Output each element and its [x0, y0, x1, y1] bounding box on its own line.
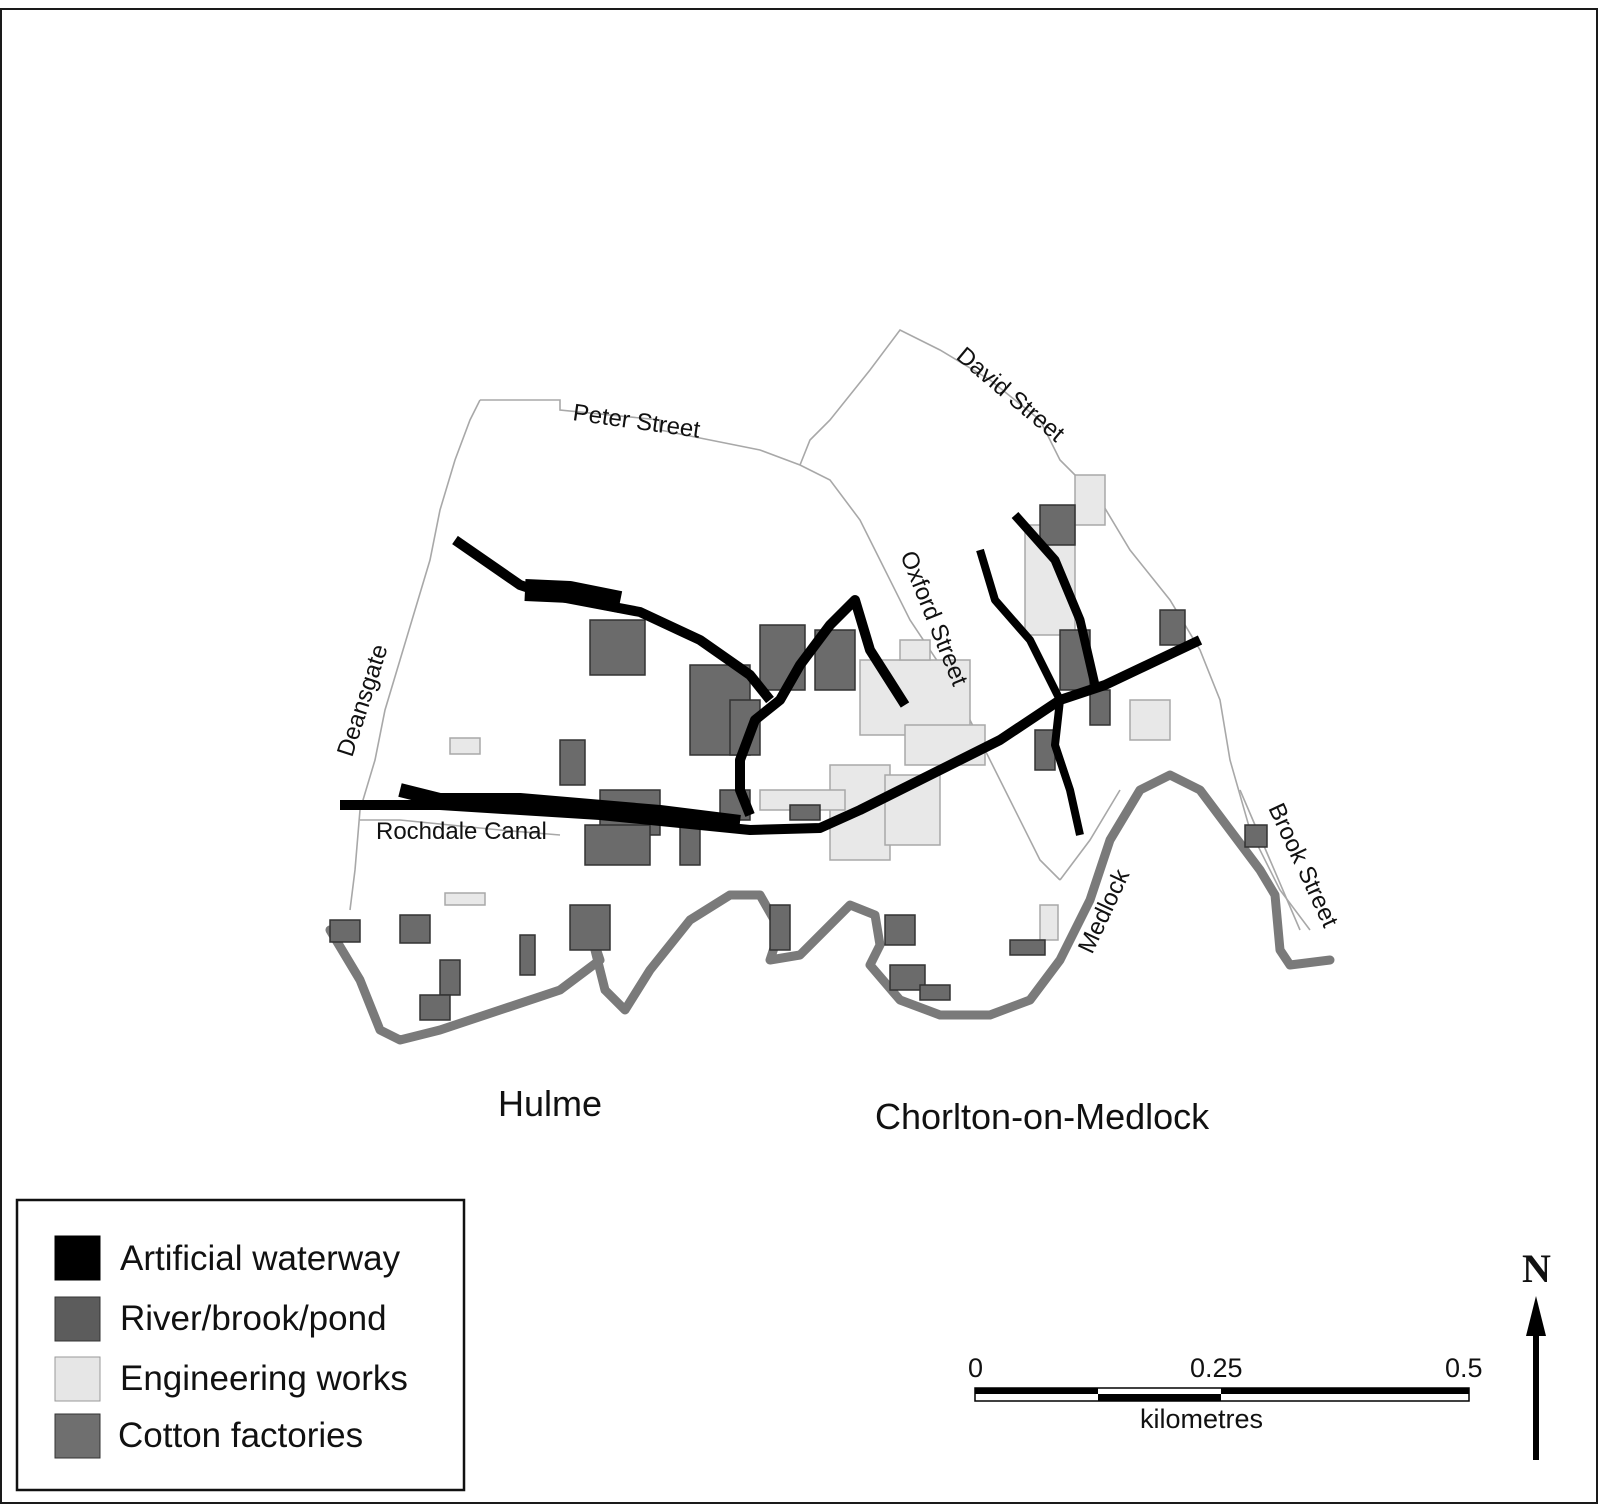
artificial-waterways — [340, 512, 1203, 836]
legend-swatch-engineering — [54, 1356, 101, 1402]
scale-tick-0: 0 — [968, 1353, 983, 1383]
north-label: N — [1522, 1246, 1551, 1291]
legend-label-river: River/brook/pond — [120, 1299, 387, 1338]
legend-swatch-cotton — [54, 1413, 101, 1459]
legend: Artificial waterway River/brook/pond Eng… — [15, 1198, 466, 1492]
scale-unit: kilometres — [1140, 1404, 1263, 1434]
area-label-chorlton: Chorlton-on-Medlock — [875, 1096, 1210, 1137]
cotton-factories — [329, 504, 1268, 1021]
legend-label-artificial: Artificial waterway — [120, 1239, 401, 1278]
street-label-david: David Street — [951, 342, 1070, 448]
area-label-hulme: Hulme — [498, 1083, 602, 1124]
scale-bar: 0 0.25 0.5 kilometres — [968, 1353, 1483, 1434]
legend-swatch-artificial — [54, 1235, 101, 1281]
legend-label-cotton: Cotton factories — [118, 1416, 363, 1455]
legend-swatch-river — [54, 1296, 101, 1342]
scale-tick-025: 0.25 — [1190, 1353, 1243, 1383]
north-arrow-icon: N — [1522, 1246, 1551, 1460]
scale-tick-05: 0.5 — [1445, 1353, 1483, 1383]
river-medlock — [325, 770, 1335, 1045]
map-frame — [0, 8, 1598, 1504]
street-label-peter: Peter Street — [571, 399, 702, 444]
legend-label-engineering: Engineering works — [120, 1359, 408, 1398]
engineering-works — [444, 474, 1171, 941]
street-label-rochdale: Rochdale Canal — [376, 818, 547, 845]
street-label-deansgate: Deansgate — [332, 641, 394, 760]
